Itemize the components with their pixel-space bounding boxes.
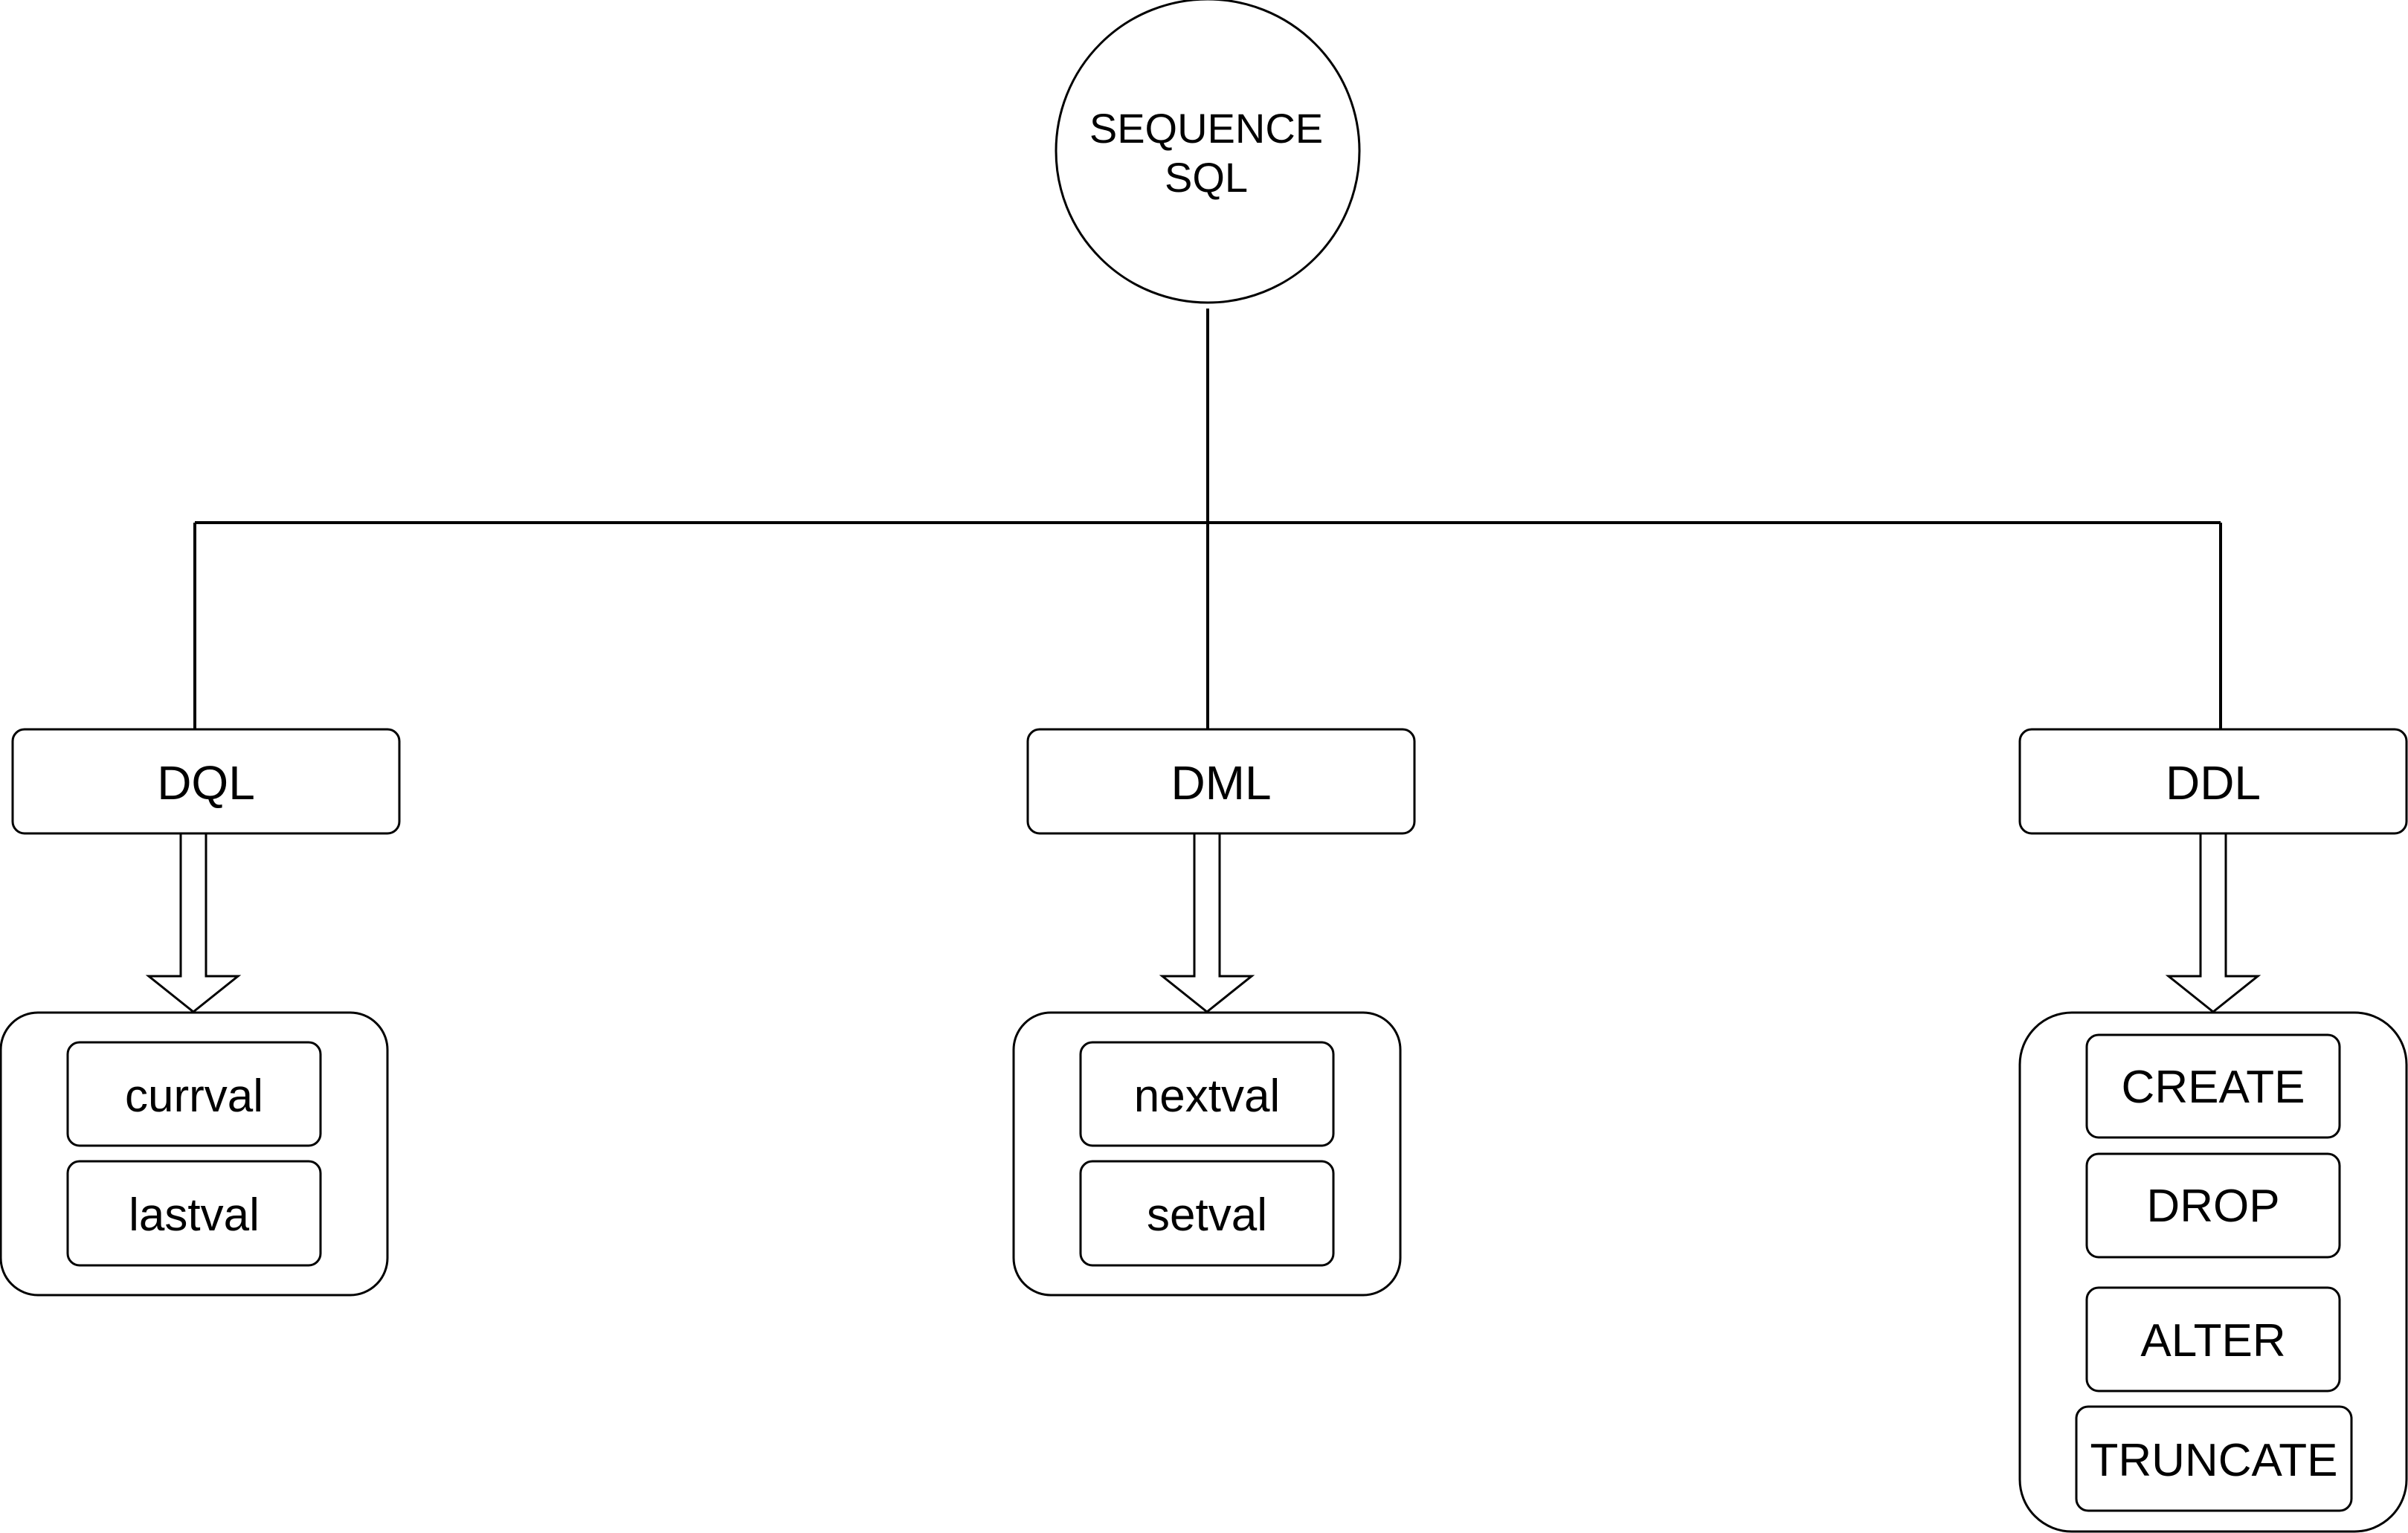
- root-label-line1: SEQUENCE: [1089, 105, 1323, 152]
- category-dml: DML nextval setval: [1012, 728, 1416, 1297]
- item-label-create: CREATE: [2122, 1062, 2305, 1113]
- item-label-setval: setval: [1147, 1190, 1267, 1241]
- category-dql: DQL currval lastval: [0, 728, 401, 1297]
- arrow-dml-icon: [1159, 832, 1255, 1013]
- arrow-ddl-icon: [2165, 832, 2261, 1013]
- item-box-lastval: [66, 1160, 322, 1267]
- item-box-create: [2085, 1033, 2341, 1139]
- category-label-dml: DML: [1171, 756, 1271, 810]
- item-label-lastval: lastval: [129, 1190, 260, 1241]
- item-box-setval: [1079, 1160, 1335, 1267]
- item-box-alter: [2085, 1286, 2341, 1392]
- items-container-ddl: [2018, 1011, 2408, 1533]
- root-label-line2: SQL: [1165, 154, 1248, 201]
- item-box-currval: [66, 1041, 322, 1147]
- item-label-drop: DROP: [2146, 1181, 2279, 1232]
- root-node: SEQUENCE SQL: [1055, 0, 1361, 304]
- category-label-dql: DQL: [157, 756, 255, 810]
- category-box-dml: [1026, 728, 1416, 835]
- item-box-nextval: [1079, 1041, 1335, 1147]
- connector-tree: [193, 309, 2222, 731]
- arrow-dql-icon: [145, 832, 242, 1013]
- item-label-truncate: TRUNCATE: [2090, 1435, 2338, 1486]
- root-circle: [1055, 0, 1361, 304]
- item-label-alter: ALTER: [2140, 1315, 2285, 1366]
- item-label-currval: currval: [125, 1071, 263, 1122]
- category-ddl: DDL CREATE DROP ALTER TRUNCATE: [2018, 728, 2408, 1533]
- category-label-ddl: DDL: [2166, 756, 2261, 810]
- item-label-nextval: nextval: [1134, 1071, 1280, 1122]
- item-box-truncate: [2075, 1405, 2353, 1512]
- item-box-drop: [2085, 1152, 2341, 1259]
